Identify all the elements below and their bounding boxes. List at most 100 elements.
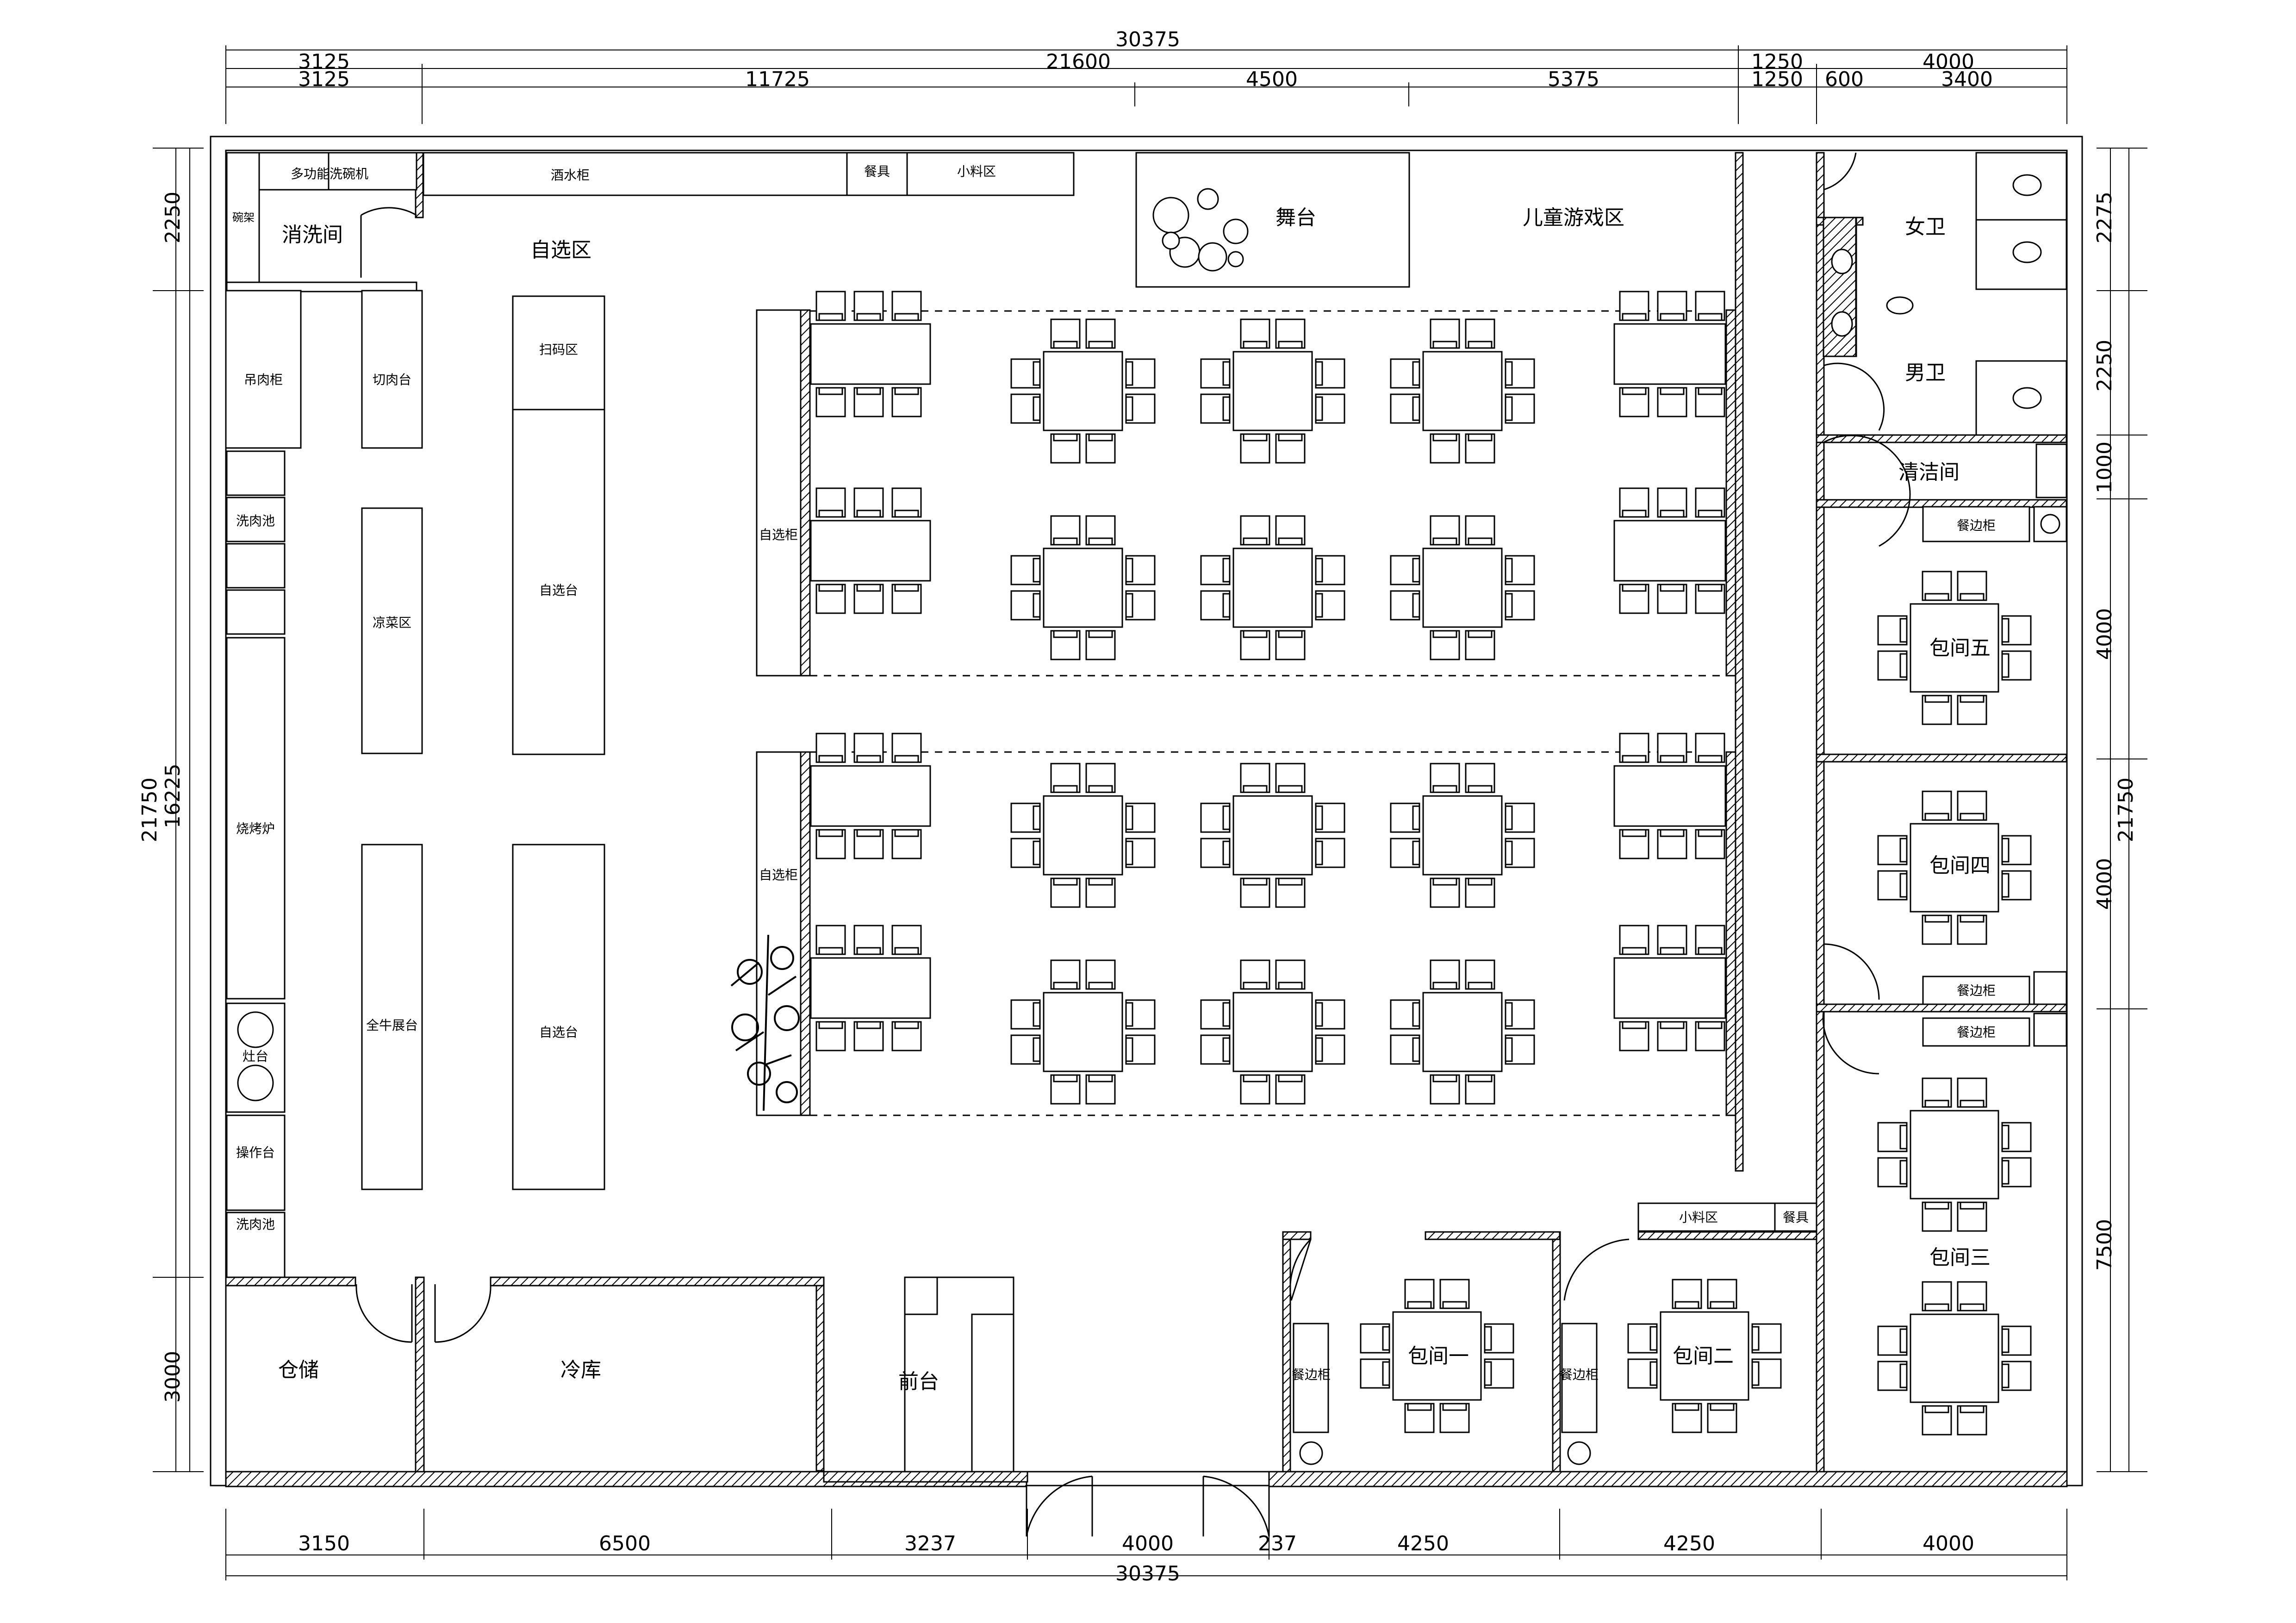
- sideboard-5-label: 餐边柜: [1957, 518, 1996, 533]
- dining-table: [810, 957, 931, 1019]
- dimension-lines: [153, 45, 2147, 1580]
- chair-back: [818, 829, 843, 837]
- chair-back: [1622, 584, 1647, 592]
- chair-back: [1315, 1037, 1323, 1062]
- chair-back: [1924, 593, 1949, 601]
- dim-left-1: 2250: [161, 192, 185, 243]
- dimension-texts-vertical: 21750 2250 16225 3000 21750 2275 2250 10…: [138, 192, 2138, 1403]
- chair-back: [1924, 914, 1949, 923]
- chair-back: [1698, 510, 1723, 518]
- chair-back: [1899, 1160, 1908, 1185]
- chair-back: [1088, 982, 1113, 990]
- dining-table: [1232, 547, 1313, 628]
- chair-back: [2001, 618, 2010, 643]
- chair-back: [1243, 877, 1268, 886]
- chair-back: [856, 510, 881, 518]
- chair-back: [1960, 914, 1985, 923]
- chair-back: [894, 829, 919, 837]
- chair-back: [1412, 558, 1420, 583]
- meat-wash-sink-label: 洗肉池: [236, 513, 275, 529]
- dining-partitions: [756, 309, 1817, 1232]
- chair-back: [818, 947, 843, 955]
- dim-top2-7: 3400: [1941, 68, 1993, 91]
- chair-back: [1674, 1301, 1699, 1309]
- chair-back: [1468, 433, 1493, 442]
- chair-back: [1505, 558, 1513, 583]
- chair-back: [1710, 1301, 1735, 1309]
- chair-back: [1660, 387, 1685, 395]
- dim-top2-4: 5375: [1548, 68, 1599, 91]
- chair-back: [818, 1021, 843, 1029]
- chair-back: [1033, 1037, 1041, 1062]
- chair-back: [1125, 396, 1133, 421]
- chair-back: [1222, 805, 1231, 830]
- chair-back: [1484, 1361, 1492, 1386]
- chair-back: [1505, 396, 1513, 421]
- chair-back: [1505, 805, 1513, 830]
- chair-back: [1622, 755, 1647, 763]
- chair-back: [1622, 313, 1647, 321]
- chair-back: [1243, 537, 1268, 546]
- chair-back: [1660, 829, 1685, 837]
- chair-back: [1660, 755, 1685, 763]
- dining-table: [1422, 351, 1503, 431]
- chair-back: [1432, 537, 1457, 546]
- private-room-3-label: 包间三: [1929, 1246, 1991, 1269]
- chair-back: [2001, 653, 2010, 678]
- chair-back: [1222, 840, 1231, 865]
- dining-table: [1613, 520, 1726, 582]
- tableware-2-label: 餐具: [1783, 1210, 1809, 1225]
- chair-back: [1053, 1074, 1078, 1082]
- chair-back: [1698, 829, 1723, 837]
- chair-back: [856, 313, 881, 321]
- chair-back: [1315, 558, 1323, 583]
- dim-top-2: 21600: [1046, 50, 1111, 74]
- chair-back: [1222, 1002, 1231, 1027]
- dim-right-3: 1000: [2093, 442, 2116, 493]
- chair-back: [1899, 1125, 1908, 1150]
- dim-top-total: 30375: [1115, 28, 1180, 51]
- chair-back: [818, 584, 843, 592]
- dining-table: [1422, 795, 1503, 876]
- chair-back: [1432, 341, 1457, 349]
- chair-back: [1412, 840, 1420, 865]
- chair-back: [1033, 593, 1041, 618]
- chair-back: [1468, 537, 1493, 546]
- dining-table: [1422, 547, 1503, 628]
- dim-bottom-4: 4000: [1122, 1532, 1174, 1555]
- chair-back: [1088, 630, 1113, 638]
- condiments-2-label: 小料区: [1679, 1210, 1718, 1225]
- dim-top-1: 3125: [298, 50, 350, 74]
- dining-table: [810, 765, 931, 827]
- chair-back: [818, 755, 843, 763]
- chair-back: [856, 829, 881, 837]
- chair-back: [1442, 1403, 1467, 1411]
- chair-back: [1505, 593, 1513, 618]
- dim-right-5: 4000: [2093, 858, 2116, 910]
- chair-back: [1088, 341, 1113, 349]
- dim-top2-1: 3125: [298, 68, 350, 91]
- restroom-fixtures: [1293, 152, 2067, 1465]
- chair-back: [1222, 361, 1231, 386]
- meat-cutting-table-label: 切肉台: [373, 372, 411, 387]
- storage-label: 仓储: [278, 1358, 319, 1382]
- chair-back: [1960, 1303, 1985, 1312]
- chair-back: [856, 387, 881, 395]
- chair-back: [1468, 982, 1493, 990]
- chair-back: [1033, 558, 1041, 583]
- dining-table: [1613, 323, 1726, 385]
- front-desk-label: 前台: [898, 1370, 939, 1393]
- cleaning-room-label: 清洁间: [1898, 460, 1960, 484]
- stage-label: 舞台: [1276, 206, 1316, 230]
- chair-back: [1698, 387, 1723, 395]
- dim-top2-5: 1250: [1751, 68, 1803, 91]
- chair-back: [1033, 805, 1041, 830]
- dining-table: [810, 323, 931, 385]
- chair-back: [1088, 785, 1113, 793]
- chair-back: [1649, 1361, 1658, 1386]
- chair-back: [1222, 1037, 1231, 1062]
- outer-walls: [210, 136, 2083, 1487]
- chair-back: [1751, 1326, 1760, 1351]
- female-wc-label: 女卫: [1905, 215, 1946, 239]
- chair-back: [1088, 433, 1113, 442]
